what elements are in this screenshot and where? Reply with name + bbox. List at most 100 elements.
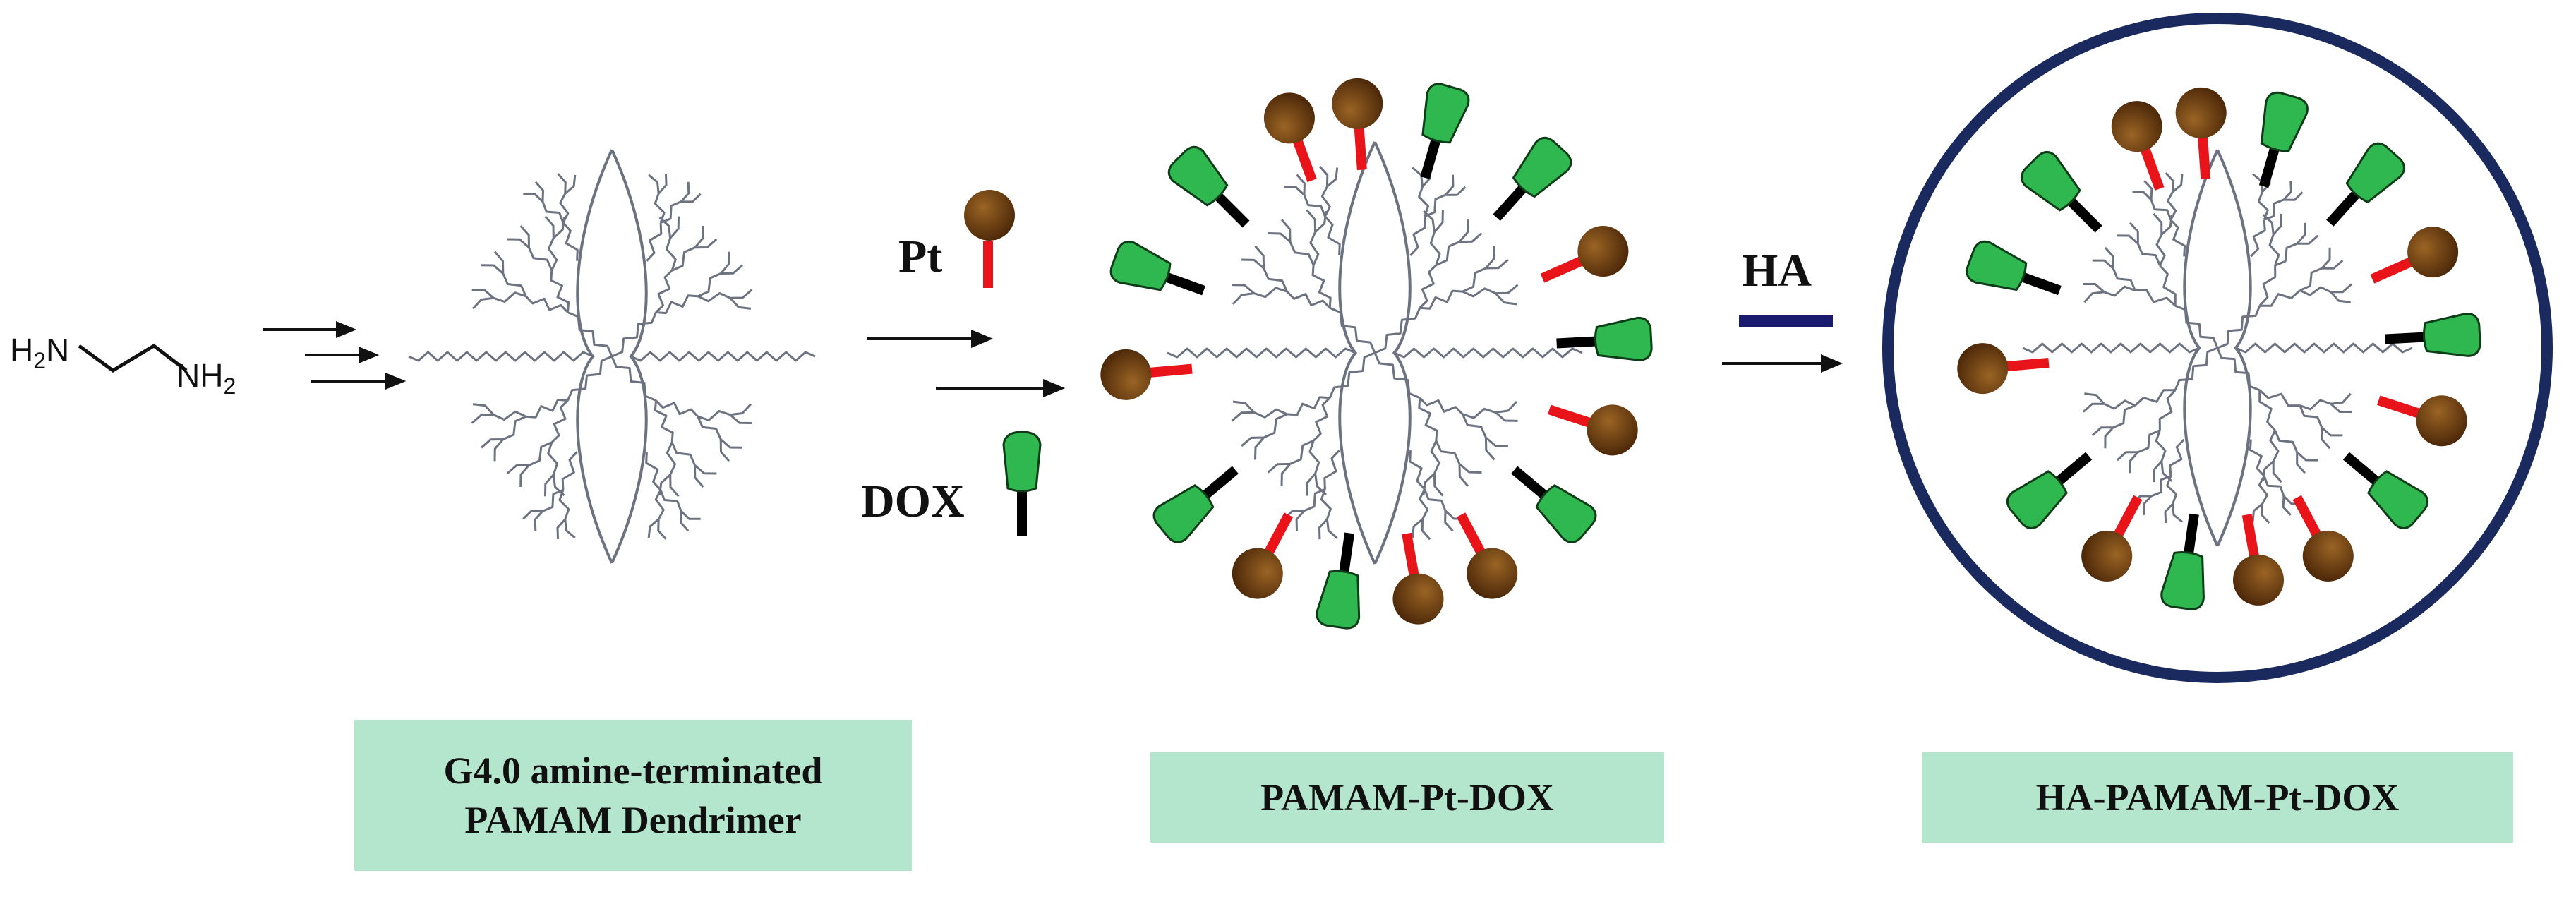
reagent-arrows: [867, 330, 1066, 397]
pt-conjugate: [1456, 512, 1518, 599]
pt-conjugate: [2232, 514, 2284, 606]
dox-linker: [1511, 466, 1551, 502]
dox-linker: [2016, 270, 2062, 296]
dox-conjugate: [2020, 150, 2102, 233]
pt-sphere: [2111, 101, 2162, 152]
pt-linker: [2241, 514, 2259, 558]
pt-linker: [2377, 395, 2421, 419]
label-g4-line1: G4.0 amine-terminated: [443, 749, 823, 792]
pamam-pt-dox-conjugates: [1100, 78, 1653, 630]
pt-sphere: [1957, 343, 2009, 395]
pt-conjugate: [2370, 227, 2459, 284]
label-g4-line2: PAMAM Dendrimer: [464, 799, 802, 841]
pt-linker: [2292, 495, 2322, 538]
label-ha-pamam-pt-dox-text: HA-PAMAM-Pt-DOX: [2035, 776, 2400, 819]
dox-head: [2006, 470, 2068, 529]
dox-conjugate: [1493, 136, 1572, 221]
dox-conjugate: [2385, 313, 2481, 357]
pt-sphere: [1577, 226, 1629, 277]
dox-linker: [2183, 513, 2199, 559]
ha-pamam-pt-dox-dendrimer: [2022, 149, 2413, 547]
pt-linker: [2198, 136, 2211, 180]
label-g4-pamam-dendrimer: G4.0 amine-terminated PAMAM Dendrimer: [354, 720, 912, 871]
pt-icon-sphere: [964, 190, 1015, 241]
pt-sphere: [1232, 548, 1283, 599]
dox-head: [2260, 91, 2309, 152]
pt-conjugate: [1100, 349, 1193, 400]
pt-conjugate: [2292, 495, 2354, 582]
dendrimer-branches: [408, 173, 816, 540]
dox-linker: [2385, 332, 2429, 344]
dox-linker: [1198, 466, 1239, 502]
pt-linker: [1354, 127, 1367, 171]
ha-label: HA: [1742, 245, 1812, 296]
pt-linker: [1540, 256, 1584, 283]
ha-icon: [1739, 315, 1833, 327]
dox-head: [2423, 313, 2481, 357]
dox-conjugate: [2160, 513, 2205, 610]
dox-linker: [1420, 134, 1442, 179]
dox-head: [2020, 150, 2081, 212]
pt-conjugate: [1392, 532, 1444, 625]
pt-linker: [2370, 257, 2413, 284]
pt-conjugate: [1540, 226, 1629, 283]
pt-sphere: [2232, 554, 2284, 606]
pt-linker: [1402, 532, 1419, 577]
dox-head: [1966, 240, 2028, 291]
pt-sphere: [1263, 92, 1315, 144]
pt-linker: [1149, 363, 1193, 378]
dox-icon: [1002, 431, 1042, 536]
ha-pamam-pt-dox-conjugates: [1957, 87, 2481, 610]
dendrimer-core: [2183, 149, 2252, 547]
pt-linker: [1548, 404, 1591, 428]
dox-label: DOX: [861, 476, 965, 527]
pt-label: Pt: [898, 231, 942, 282]
dox-conjugate: [2258, 91, 2309, 188]
pt-sphere: [2175, 87, 2227, 138]
pt-linker: [1264, 512, 1294, 555]
pt-sphere: [1392, 573, 1444, 625]
dox-linker: [2342, 452, 2383, 488]
pt-linker: [2006, 357, 2050, 372]
dox-linker: [2052, 452, 2093, 488]
dox-linker: [2258, 143, 2281, 188]
pt-conjugate: [2111, 101, 2165, 191]
dox-conjugate: [1316, 532, 1361, 630]
dox-icon-head: [1002, 431, 1042, 493]
pt-linker: [1292, 138, 1317, 183]
pt-sphere: [2416, 395, 2467, 447]
pt-sphere: [1587, 404, 1638, 456]
pt-sphere: [2407, 227, 2459, 278]
dox-conjugate: [1511, 466, 1597, 543]
pt-conjugate: [2175, 87, 2227, 180]
dendrimer-core: [576, 149, 648, 564]
dox-head: [1594, 316, 1653, 361]
ethylene-bonds: [78, 343, 188, 373]
dox-linker: [1160, 270, 1205, 296]
dox-linker: [1211, 189, 1250, 228]
dox-head: [1152, 484, 1215, 543]
dox-conjugate: [2006, 452, 2093, 529]
amine-right-group: NH2: [176, 357, 236, 399]
dox-head: [1512, 136, 1572, 198]
dox-head: [1109, 240, 1172, 291]
pt-conjugate: [1332, 78, 1383, 171]
pt-conjugate: [2081, 495, 2143, 582]
dendrimer-branches: [1167, 165, 1583, 541]
ha-arrow: [1722, 354, 1843, 373]
pt-linker: [2113, 495, 2143, 538]
pt-sphere: [1467, 548, 1518, 599]
pamam-pt-dox-dendrimer: [1167, 141, 1583, 565]
pt-conjugate: [1957, 343, 2050, 395]
pt-sphere: [2081, 530, 2133, 582]
pt-conjugate: [1232, 512, 1294, 599]
g4-pamam-dendrimer: [408, 149, 816, 564]
pt-linker: [2140, 147, 2165, 191]
dox-linker: [2326, 187, 2363, 227]
ethylenediamine-structure: H2N NH2: [10, 332, 236, 399]
label-pamam-pt-dox: PAMAM-Pt-DOX: [1150, 752, 1664, 843]
dox-linker: [2064, 194, 2102, 233]
dox-conjugate: [1152, 466, 1239, 543]
pt-sphere: [1332, 78, 1383, 129]
